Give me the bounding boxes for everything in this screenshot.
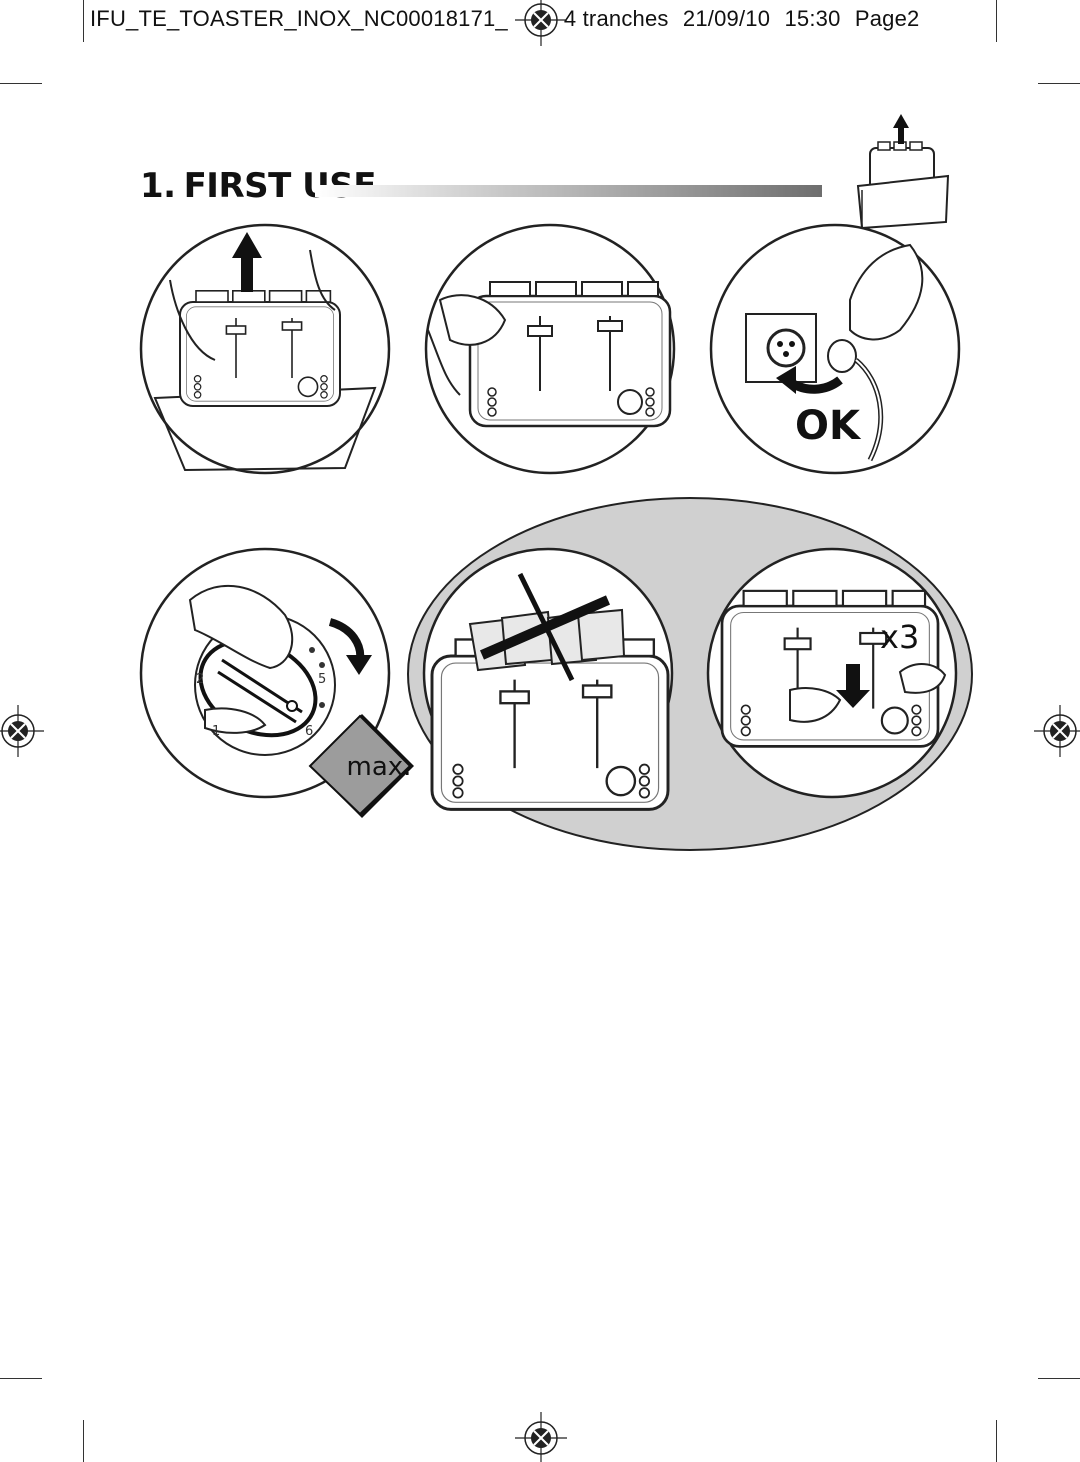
print-slug-header: IFU_TE_TOASTER_INOX_NC00018171_ 4 tranche…	[90, 6, 919, 32]
unbox-toaster-icon	[856, 114, 950, 230]
step-no-bread-illustration	[422, 547, 674, 811]
section-heading-rule	[315, 185, 822, 197]
slug-page: Page2	[854, 6, 920, 31]
crop-mark-bottom-right-h	[1038, 1378, 1080, 1379]
section-number: 1.	[140, 166, 176, 206]
dial-number-5: 5	[318, 672, 327, 687]
crop-mark-top-right-v	[996, 0, 997, 42]
plug-ok-label: OK	[795, 403, 860, 449]
plug-icon	[827, 339, 857, 373]
repeat-count-label: x3	[880, 618, 920, 656]
registration-mark-top	[514, 0, 568, 47]
step-set-max-illustration	[139, 547, 391, 799]
lift-up-arrow-icon	[232, 232, 262, 292]
dial-number-1: 1	[212, 724, 221, 739]
dial-number-2: 2	[196, 672, 205, 687]
slug-file-name: IFU_TE_TOASTER_INOX_NC00018171_	[90, 6, 508, 31]
cleaning-cloth-icon	[438, 294, 507, 346]
step-plug-in-illustration	[709, 223, 961, 475]
registration-mark-bottom	[514, 1411, 568, 1462]
slug-date: 21/09/10	[682, 6, 771, 31]
slug-time: 15:30	[784, 6, 841, 31]
crop-mark-bottom-left-h	[0, 1378, 42, 1379]
max-label: max.	[346, 752, 412, 782]
crop-mark-top-left-h	[0, 83, 42, 84]
crop-mark-bottom-right-v	[996, 1420, 997, 1462]
max-badge	[308, 714, 414, 818]
crop-mark-top-left-v	[83, 0, 84, 42]
step-unpack-illustration	[139, 223, 391, 475]
step-press-lever-illustration	[706, 547, 958, 799]
crop-mark-bottom-left-v	[83, 1420, 84, 1462]
step-wipe-illustration	[424, 223, 676, 475]
up-arrow-icon	[893, 114, 909, 144]
press-down-arrow-icon	[836, 664, 870, 708]
registration-mark-left	[0, 704, 45, 758]
dial-number-6: 6	[305, 724, 314, 739]
crop-mark-top-right-h	[1038, 83, 1080, 84]
slug-slices: 4 tranches	[563, 6, 669, 31]
registration-mark-right	[1033, 704, 1080, 758]
